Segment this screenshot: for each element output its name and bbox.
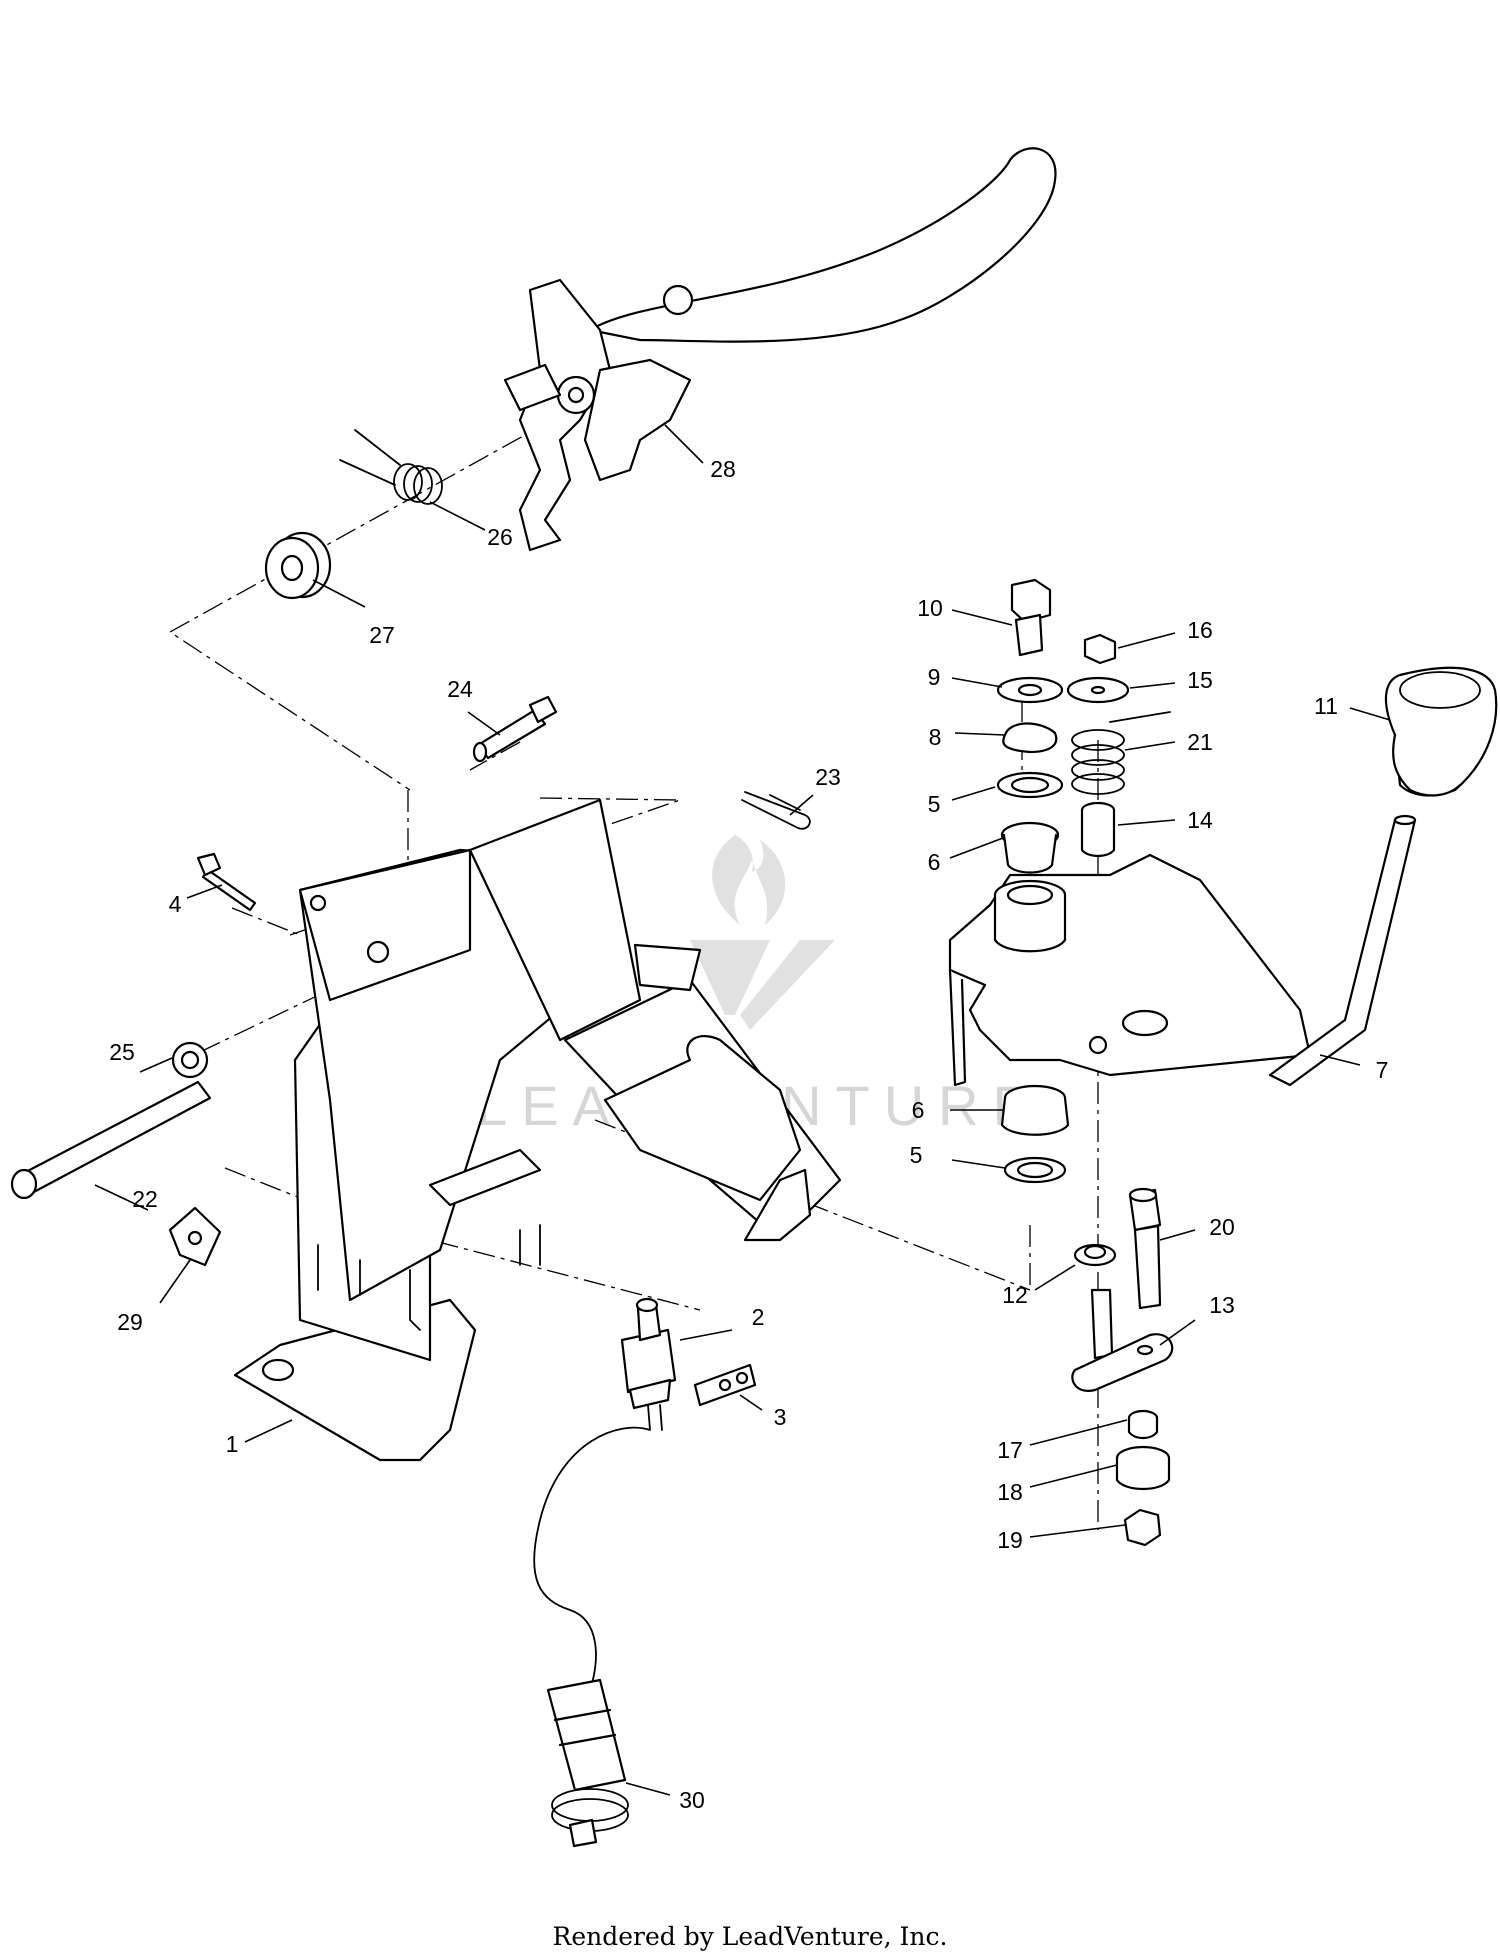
spacer-part: [1080, 801, 1116, 858]
callout-6-lower: 6: [912, 1097, 925, 1123]
mounting-bracket-part: [233, 798, 842, 1462]
watermark-flame-icon: [712, 835, 786, 925]
callout-24: 24: [447, 676, 473, 702]
lock-nut-part: [1083, 633, 1117, 665]
safety-switch-part: [533, 1297, 677, 1691]
callout-14: 14: [1187, 807, 1213, 833]
callout-7: 7: [1376, 1057, 1389, 1083]
callout-11: 11: [1314, 693, 1338, 719]
wire-connector-part: [546, 1678, 627, 1792]
callout-21: 21: [1187, 729, 1213, 755]
callout-13: 13: [1209, 1292, 1235, 1318]
callout-23: 23: [815, 764, 841, 790]
hair-pin-part: [741, 791, 811, 830]
lower-flange-bushing-part: [1000, 1084, 1070, 1136]
footer-credit: Rendered by LeadVenture, Inc.: [553, 1922, 948, 1951]
switch-plate-part: [693, 1363, 757, 1407]
hex-bolt-part: [1010, 578, 1052, 657]
flange-nut-part: [171, 1041, 209, 1079]
watermark-v-icon: [690, 940, 835, 1030]
bolt-part: [196, 852, 257, 912]
compression-spring-part: [1071, 711, 1171, 795]
upper-washer-part: [996, 771, 1064, 799]
lower-washer-part: [1003, 1156, 1067, 1184]
washer-part: [996, 676, 1064, 704]
callout-29: 29: [117, 1309, 143, 1335]
control-knob-part: [1384, 666, 1498, 797]
rubber-bushing-part: [1115, 1445, 1171, 1490]
callout-1: 1: [226, 1431, 239, 1457]
callout-22: 22: [132, 1186, 158, 1212]
shoulder-bolt-part: [472, 695, 558, 763]
callout-20: 20: [1209, 1214, 1235, 1240]
bushing-part: [264, 531, 332, 600]
callout-5-lower: 5: [910, 1142, 923, 1168]
callout-18: 18: [997, 1479, 1023, 1505]
stud-part: [1128, 1187, 1162, 1310]
callout-26: 26: [487, 524, 513, 550]
callout-3: 3: [774, 1404, 787, 1430]
hex-nut-part: [1123, 1508, 1162, 1547]
callout-28: 28: [710, 456, 736, 482]
callout-8: 8: [929, 724, 942, 750]
callout-2: 2: [752, 1304, 765, 1330]
callout-27: 27: [369, 622, 395, 648]
control-arm-part: [948, 814, 1417, 1087]
callout-labels: 1 2 3 4 5 5 6 6 7 8 9 10 11 12 13 14 15 …: [109, 456, 1388, 1813]
callout-6-upper: 6: [928, 849, 941, 875]
callout-19: 19: [997, 1527, 1023, 1553]
upper-flange-bushing-part: [1000, 821, 1060, 874]
flat-washer-part: [1066, 676, 1130, 704]
torsion-spring-part: [339, 429, 443, 505]
pivot-rod-part: [10, 1080, 212, 1200]
small-spacer-part: [1127, 1409, 1159, 1440]
callout-4: 4: [169, 891, 182, 917]
callout-15: 15: [1187, 667, 1213, 693]
wave-washer-part: [1002, 722, 1058, 754]
callout-5-upper: 5: [928, 791, 941, 817]
callout-25: 25: [109, 1039, 135, 1065]
callout-9: 9: [928, 664, 941, 690]
square-nut-part: [168, 1206, 222, 1267]
flange-bolt-part: [1073, 1243, 1117, 1267]
callout-17: 17: [997, 1437, 1023, 1463]
callout-30: 30: [679, 1787, 705, 1813]
callout-16: 16: [1187, 617, 1213, 643]
callout-10: 10: [917, 595, 943, 621]
callout-12: 12: [1002, 1282, 1028, 1308]
leader-lines: [94, 424, 1391, 1796]
brake-lever-part: [503, 147, 1057, 552]
cable-tie-part: [551, 1788, 629, 1848]
link-plate-part: [1071, 1288, 1174, 1392]
